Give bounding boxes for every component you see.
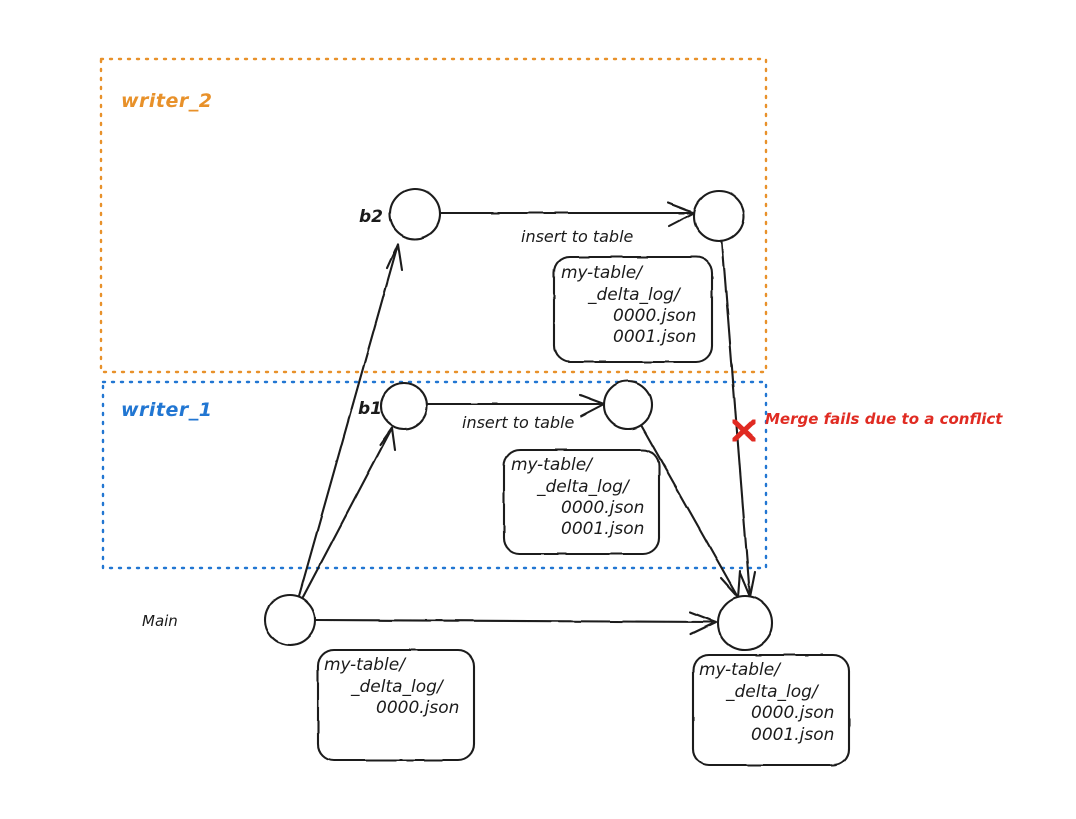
file-box-writer1-frame xyxy=(502,448,661,556)
file-box-merge-line-0: my-table/ xyxy=(699,660,782,680)
edge-b1commit-to-merge xyxy=(639,423,740,599)
edge-main-to-merge xyxy=(314,618,714,624)
nodes-group xyxy=(263,187,774,652)
edge-b2commit-to-merge xyxy=(720,239,752,599)
edge-label-writer2-insert: insert to table xyxy=(521,227,634,246)
file-box-writer2-frame xyxy=(552,255,714,364)
edge-label-writer1-insert: insert to table xyxy=(462,413,575,432)
file-box-writer2: my-table/ _delta_log/ 0000.json 0001.jso… xyxy=(552,255,714,364)
file-box-main-line-1: _delta_log/ xyxy=(350,677,445,697)
file-box-main-line-0: my-table/ xyxy=(324,655,407,675)
x-mark-icon xyxy=(731,418,757,443)
file-box-writer1-line-2: 0000.json xyxy=(561,498,644,518)
file-box-merge: my-table/ _delta_log/ 0000.json 0001.jso… xyxy=(691,653,851,767)
conflict-annotation: Merge fails due to a conflict xyxy=(731,410,1003,443)
file-box-writer1-line-1: _delta_log/ xyxy=(536,477,631,497)
edge-b2commit-to-merge-arrowhead xyxy=(738,570,757,599)
edges-group xyxy=(297,201,757,636)
file-box-writer2-line-0: my-table/ xyxy=(561,263,644,283)
node-b2-commit[interactable] xyxy=(692,189,746,243)
edge-b2-to-commit-arrowhead xyxy=(666,201,696,228)
edge-main-to-b2 xyxy=(297,242,400,598)
edge-main-to-b1-arrowhead xyxy=(378,426,397,452)
edge-main-to-b1 xyxy=(301,426,394,599)
file-box-writer2-line-1: _delta_log/ xyxy=(587,285,682,305)
conflict-message: Merge fails due to a conflict xyxy=(765,410,1003,428)
file-box-main-frame xyxy=(316,648,476,762)
lane-writer2-label: writer_2 xyxy=(121,90,213,112)
lane-writer2-border xyxy=(99,57,768,374)
file-box-merge-frame xyxy=(691,653,851,767)
node-merge[interactable] xyxy=(716,594,774,652)
node-main[interactable] xyxy=(263,593,317,647)
file-box-main: my-table/ _delta_log/ 0000.json xyxy=(316,648,476,762)
file-box-writer1: my-table/ _delta_log/ 0000.json 0001.jso… xyxy=(502,448,661,556)
lane-writer2: writer_2 xyxy=(99,57,768,374)
file-box-merge-line-2: 0000.json xyxy=(751,703,834,723)
file-box-writer2-line-2: 0000.json xyxy=(613,306,696,326)
file-box-writer1-line-3: 0001.json xyxy=(561,519,644,539)
node-b1[interactable] xyxy=(379,381,429,431)
node-label-b1: b1 xyxy=(358,399,382,419)
file-box-merge-line-1: _delta_log/ xyxy=(725,682,820,702)
file-box-main-line-2: 0000.json xyxy=(376,698,459,718)
node-label-b2: b2 xyxy=(359,207,383,227)
node-label-main: Main xyxy=(142,612,178,630)
lane-writer1: writer_1 xyxy=(101,380,768,570)
lane-writer1-border xyxy=(101,380,768,570)
node-b2[interactable] xyxy=(388,187,442,241)
lane-writer1-label: writer_1 xyxy=(121,399,213,421)
edge-main-to-b2-arrowhead xyxy=(385,242,404,272)
edge-b1-to-commit-arrowhead xyxy=(578,393,606,418)
file-box-writer1-line-0: my-table/ xyxy=(511,455,594,475)
node-b1-commit[interactable] xyxy=(602,379,654,431)
edge-main-to-merge-arrowhead xyxy=(688,610,718,636)
file-box-writer2-line-3: 0001.json xyxy=(613,327,696,347)
edge-b1commit-to-merge-arrowhead xyxy=(719,569,742,599)
file-box-merge-line-3: 0001.json xyxy=(751,725,834,745)
